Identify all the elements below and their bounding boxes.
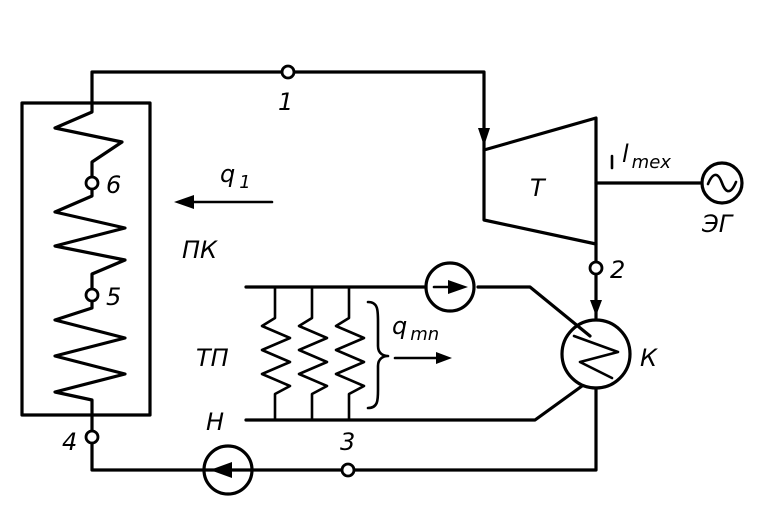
label-point-6: 6 [106,171,121,199]
feed-pump [202,444,254,496]
node-2 [588,260,604,276]
generator-coil-lower [53,298,127,439]
label-point-3: 3 [340,428,355,456]
label-turbine: T [530,174,547,202]
label-generator: ЭГ [701,210,734,238]
supply-header-right [476,285,592,338]
label-qtp-main: q [392,312,407,340]
label-q1-sub: 1 [239,172,250,193]
label-qtp-sub: mn [410,324,439,345]
consumer-coil-2 [297,285,329,422]
feed-pump-arrow [210,462,232,478]
label-point-2: 2 [610,256,625,284]
consumer-brace [366,300,390,410]
label-q1-main: q [220,160,235,188]
label-steam-generator: ПК [182,236,218,264]
label-condenser: К [640,344,658,372]
turbine-inlet-arrow [478,128,490,146]
electric-generator [700,161,744,205]
node-6 [84,175,100,191]
node-3 [340,462,356,478]
generator-coil-middle [53,186,127,292]
steam-generator-box [20,101,152,417]
node-5 [84,287,100,303]
label-point-4: 4 [62,428,77,456]
circulation-pump-arrow [448,280,468,294]
generator-coil-upper [53,101,124,180]
condenser-inlet-arrow [590,300,602,316]
label-pump-h: Н [206,408,224,436]
node-1 [280,64,296,80]
label-heat-consumer: ТП [196,344,229,372]
q1-arrowhead [174,195,194,209]
circulation-pump [424,261,476,313]
return-header [244,384,584,422]
label-l-main: l [622,140,629,168]
label-point-1: 1 [278,88,293,116]
sine-symbol [706,173,738,193]
node-4 [84,429,100,445]
consumer-coil-1 [260,285,292,422]
condenser [560,318,632,390]
consumer-coil-3 [334,285,366,422]
qtp-arrowhead [436,352,452,364]
condenser-coil [572,334,620,380]
label-l-sub: mex [632,152,672,173]
label-point-5: 5 [106,283,121,311]
